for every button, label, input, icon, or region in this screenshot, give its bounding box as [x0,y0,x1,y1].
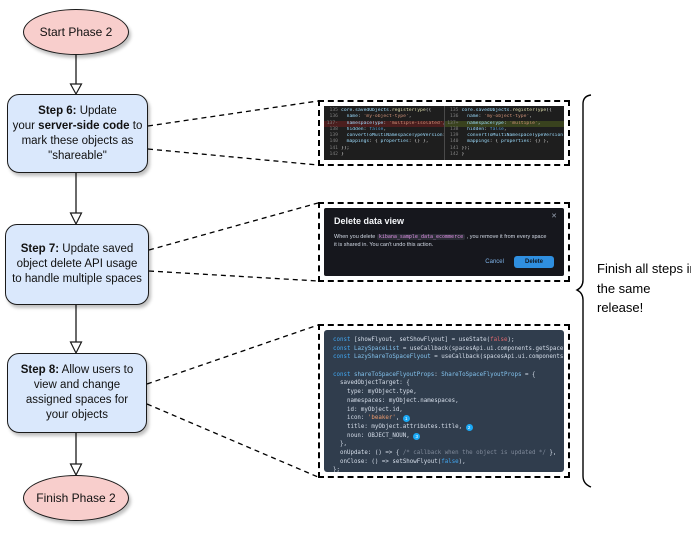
step6-node: Step 6: Update your server-side code to … [7,94,148,173]
start-node: Start Phase 2 [23,9,129,55]
line-number: 135 [329,108,338,113]
delete-button[interactable]: Delete [513,256,554,268]
finish-label: Finish Phase 2 [36,491,116,505]
arrowheads [69,83,83,477]
modal-body-prefix: When you delete [334,234,377,240]
code-line: 142} [324,152,444,158]
code-line: }, [333,441,347,448]
line-number: 137- [326,120,338,126]
code-line: type: myObject.type, [333,389,417,396]
line-number: 141 [450,145,459,151]
finish-node: Finish Phase 2 [23,475,129,521]
curly-brace [575,94,592,488]
modal-body: When you delete kibana_sample_data_ecomm… [334,233,547,249]
code-line: namespaces: myObject.namespaces, [333,397,459,404]
step7-label: Step 7: Update saved object delete API u… [12,243,142,285]
code-line: id: myObject.id, [333,406,403,413]
arrowhead-icon [69,212,83,226]
line-number: 139 [450,133,459,139]
step6-label: Step 6: Update your server-side code to … [12,104,143,162]
line-number: 141 [329,145,338,151]
code-line: 141}); [324,146,444,152]
line-number: 139 [329,133,338,139]
annotation-badge: 1 [402,415,410,423]
code-line: const shareToSpaceFlyoutProps: ShareToSp… [333,371,536,378]
brace-note: Finish all steps in the same release! [597,261,691,315]
code-line: 142} [445,152,565,158]
modal-title: Delete data view [334,216,405,226]
close-icon[interactable]: ✕ [551,213,557,220]
code-snippet-screenshot: const [showFlyout, setShowFlyout] = useS… [324,330,564,472]
arrowhead-icon [69,463,83,477]
code-line: title: myObject.attributes.title, 2 [333,423,564,432]
delete-modal: ✕ Delete data view When you delete kiban… [324,208,564,276]
dashed-connector [148,202,319,251]
arrowhead-icon [69,83,83,96]
code-line: 140 mappings: { properties: {} }, [445,139,565,145]
code-line: const LazyShareToSpaceFlyout = useCallba… [333,354,564,361]
dashed-connector [146,403,319,478]
code-line: onUpdate: () => { /* callback when the o… [333,449,557,456]
modal-body-suffix: , you remove it from every space it is s… [334,234,547,248]
line-number: 136 [329,114,338,120]
cancel-button[interactable]: Cancel [485,259,504,265]
modal-actions: Cancel Delete [485,256,554,268]
code-line: }; [333,467,340,472]
step8-label: Step 8: Allow users to view and change a… [20,364,134,421]
dashed-connector [148,270,319,282]
line-number: 138 [329,126,338,132]
code-line [333,362,564,371]
line-number: 142 [329,152,338,158]
code-line: 140 mappings: { properties: {} }, [324,139,444,145]
code-line: 139 convertToMultiNamespaceTypeVersion: … [324,133,444,139]
code-line: onClose: () => setShowFlyout(false), [333,458,466,465]
line-number: 138 [450,126,459,132]
dashed-connector [146,324,319,385]
start-label: Start Phase 2 [39,25,113,39]
annotation-badge: 2 [465,423,473,431]
code-snippet-panel: const [showFlyout, setShowFlyout] = useS… [318,324,570,478]
code-line: noun: OBJECT_NOUN, 3 [333,432,564,441]
code-line: 141}); [445,146,565,152]
dashed-connector [147,148,319,166]
code-line: const LazySpaceList = useCallback(spaces… [333,345,564,352]
line-number: 136 [450,114,459,120]
code-line: savedObjectTarget: { [333,380,410,387]
line-number: 137+ [447,120,459,126]
line-number: 142 [450,152,459,158]
code-line: 136 name: 'my-object-type', [445,114,565,120]
code-line: 137+ namespaceType: 'multiple', [444,120,564,127]
code-line: icon: 'beaker', 1 [333,414,564,423]
code-line: 138 hidden: false, [324,127,444,133]
delete-modal-panel: ✕ Delete data view When you delete kiban… [318,202,570,282]
code-line: 139 convertToMultiNamespaceTypeVersion: … [445,133,564,139]
code-line: 136 name: 'my-object-type', [324,114,444,120]
code-line: const [showFlyout, setShowFlyout] = useS… [333,337,515,343]
dashed-connector [147,100,319,127]
code-line: 137- namespaceType: 'multiple-isolated', [324,120,444,127]
line-number: 135 [450,108,459,113]
code-line: 138 hidden: false, [445,127,565,133]
dashed-connectors [146,100,319,478]
arrowhead-icon [69,341,83,355]
step7-node: Step 7: Update saved object delete API u… [5,224,149,305]
line-number: 140 [329,139,338,145]
data-view-name-chip: kibana_sample_data_ecommerce [376,234,466,240]
step8-node: Step 8: Allow users to view and change a… [7,353,147,433]
line-number: 140 [450,139,459,145]
annotation-badge: 3 [413,432,421,440]
